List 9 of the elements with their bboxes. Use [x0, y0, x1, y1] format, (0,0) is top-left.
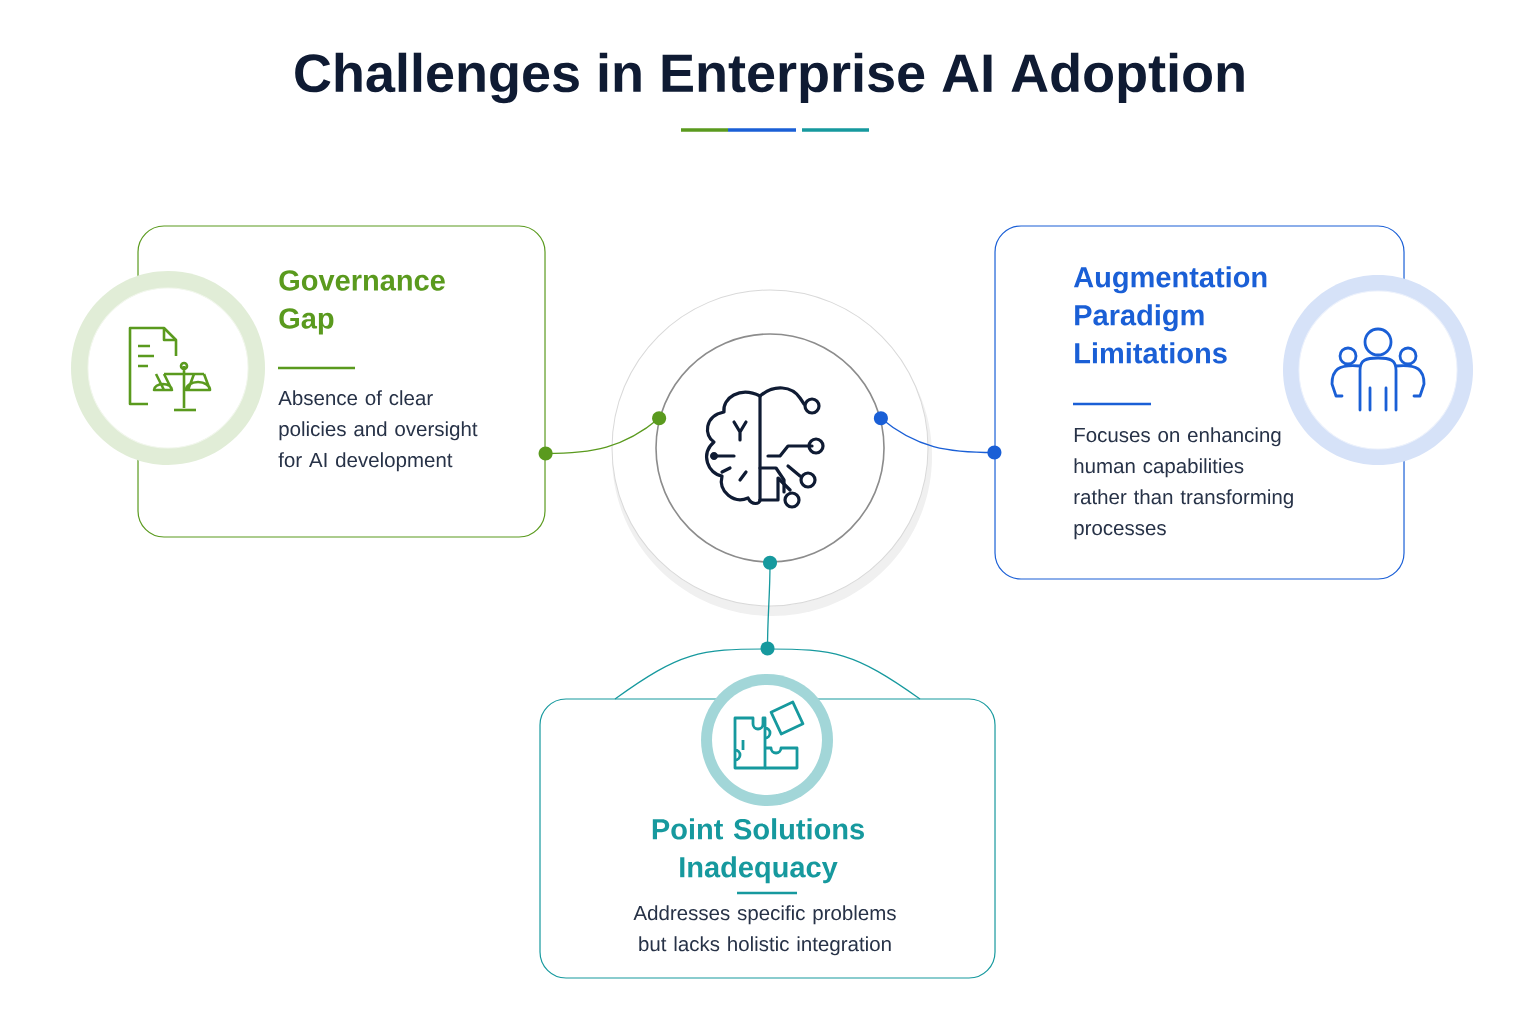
card-title: Governance Gap [279, 270, 445, 335]
hub-circle [611, 289, 932, 616]
connector [873, 411, 1002, 460]
connector [760, 555, 777, 656]
card-description: Absence of clear policies and oversight for AI development [278, 390, 478, 472]
connector [538, 411, 667, 461]
card-title: Augmentation Paradigm Limitations [1073, 266, 1267, 364]
card-description: Focuses on enhancing human capabilities rather than transforming processes [1074, 427, 1293, 540]
title: Challenges in Enterprise AI Adoption [295, 52, 1244, 104]
